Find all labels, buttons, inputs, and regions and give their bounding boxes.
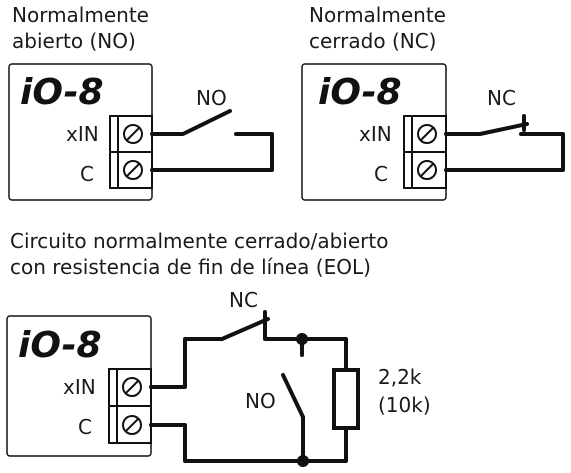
- junction-bottom: [297, 455, 309, 467]
- wire-eol-top: [263, 337, 348, 372]
- wire-no-return: [150, 132, 274, 172]
- wire-nc-xin: [444, 122, 529, 136]
- label-c-nc: C: [374, 162, 388, 186]
- caption-no-line2: abierto (NO): [12, 29, 136, 53]
- label-c-no: C: [80, 162, 94, 186]
- label-xin-eol: xIN: [63, 375, 96, 399]
- contact-label-no-eol: NO: [245, 389, 276, 413]
- wire-eol-return: [149, 423, 348, 463]
- label-c-eol: C: [78, 415, 92, 439]
- resistor-alt-value: (10k): [378, 393, 431, 417]
- screw-icon: [417, 160, 437, 180]
- device-name-no: iO-8: [20, 72, 104, 113]
- screw-icon: [123, 124, 143, 144]
- screw-icon: [123, 160, 143, 180]
- diagram-eol: Circuito normalmente cerrado/abierto con…: [6, 229, 431, 467]
- diagram-normally-closed: Normalmente cerrado (NC) iO-8 xIN C NC: [301, 3, 565, 201]
- device-name-nc: iO-8: [318, 72, 402, 113]
- caption-eol-line1: Circuito normalmente cerrado/abierto: [10, 229, 388, 253]
- contact-label-nc-eol: NC: [229, 288, 258, 312]
- switch-no-eol: [281, 373, 305, 419]
- screw-icon: [122, 377, 142, 397]
- terminal-block-eol: [108, 368, 152, 444]
- caption-nc-line2: cerrado (NC): [309, 29, 436, 53]
- label-xin-nc: xIN: [359, 122, 392, 146]
- device-name-eol: iO-8: [18, 325, 102, 366]
- caption-no-line1: Normalmente: [12, 3, 149, 27]
- junction-top: [296, 333, 308, 345]
- caption-nc-line1: Normalmente: [309, 3, 446, 27]
- screw-icon: [417, 124, 437, 144]
- resistor-eol: [332, 368, 360, 430]
- resistor-value: 2,2k: [378, 365, 422, 389]
- wire-nc-return: [444, 132, 565, 172]
- contact-label-nc: NC: [487, 86, 516, 110]
- terminal-block-no: [109, 115, 153, 189]
- caption-eol-line2: con resistencia de fin de línea (EOL): [10, 255, 371, 279]
- terminal-block-nc: [403, 115, 447, 189]
- diagram-normally-open: Normalmente abierto (NO) iO-8 xIN C NO: [8, 3, 274, 201]
- wire-no-xin: [150, 109, 232, 136]
- switch-nc-eol: [220, 317, 270, 341]
- wire-eol-xin: [149, 337, 224, 389]
- label-xin-no: xIN: [66, 122, 99, 146]
- screw-icon: [122, 415, 142, 435]
- contact-label-no: NO: [196, 86, 227, 110]
